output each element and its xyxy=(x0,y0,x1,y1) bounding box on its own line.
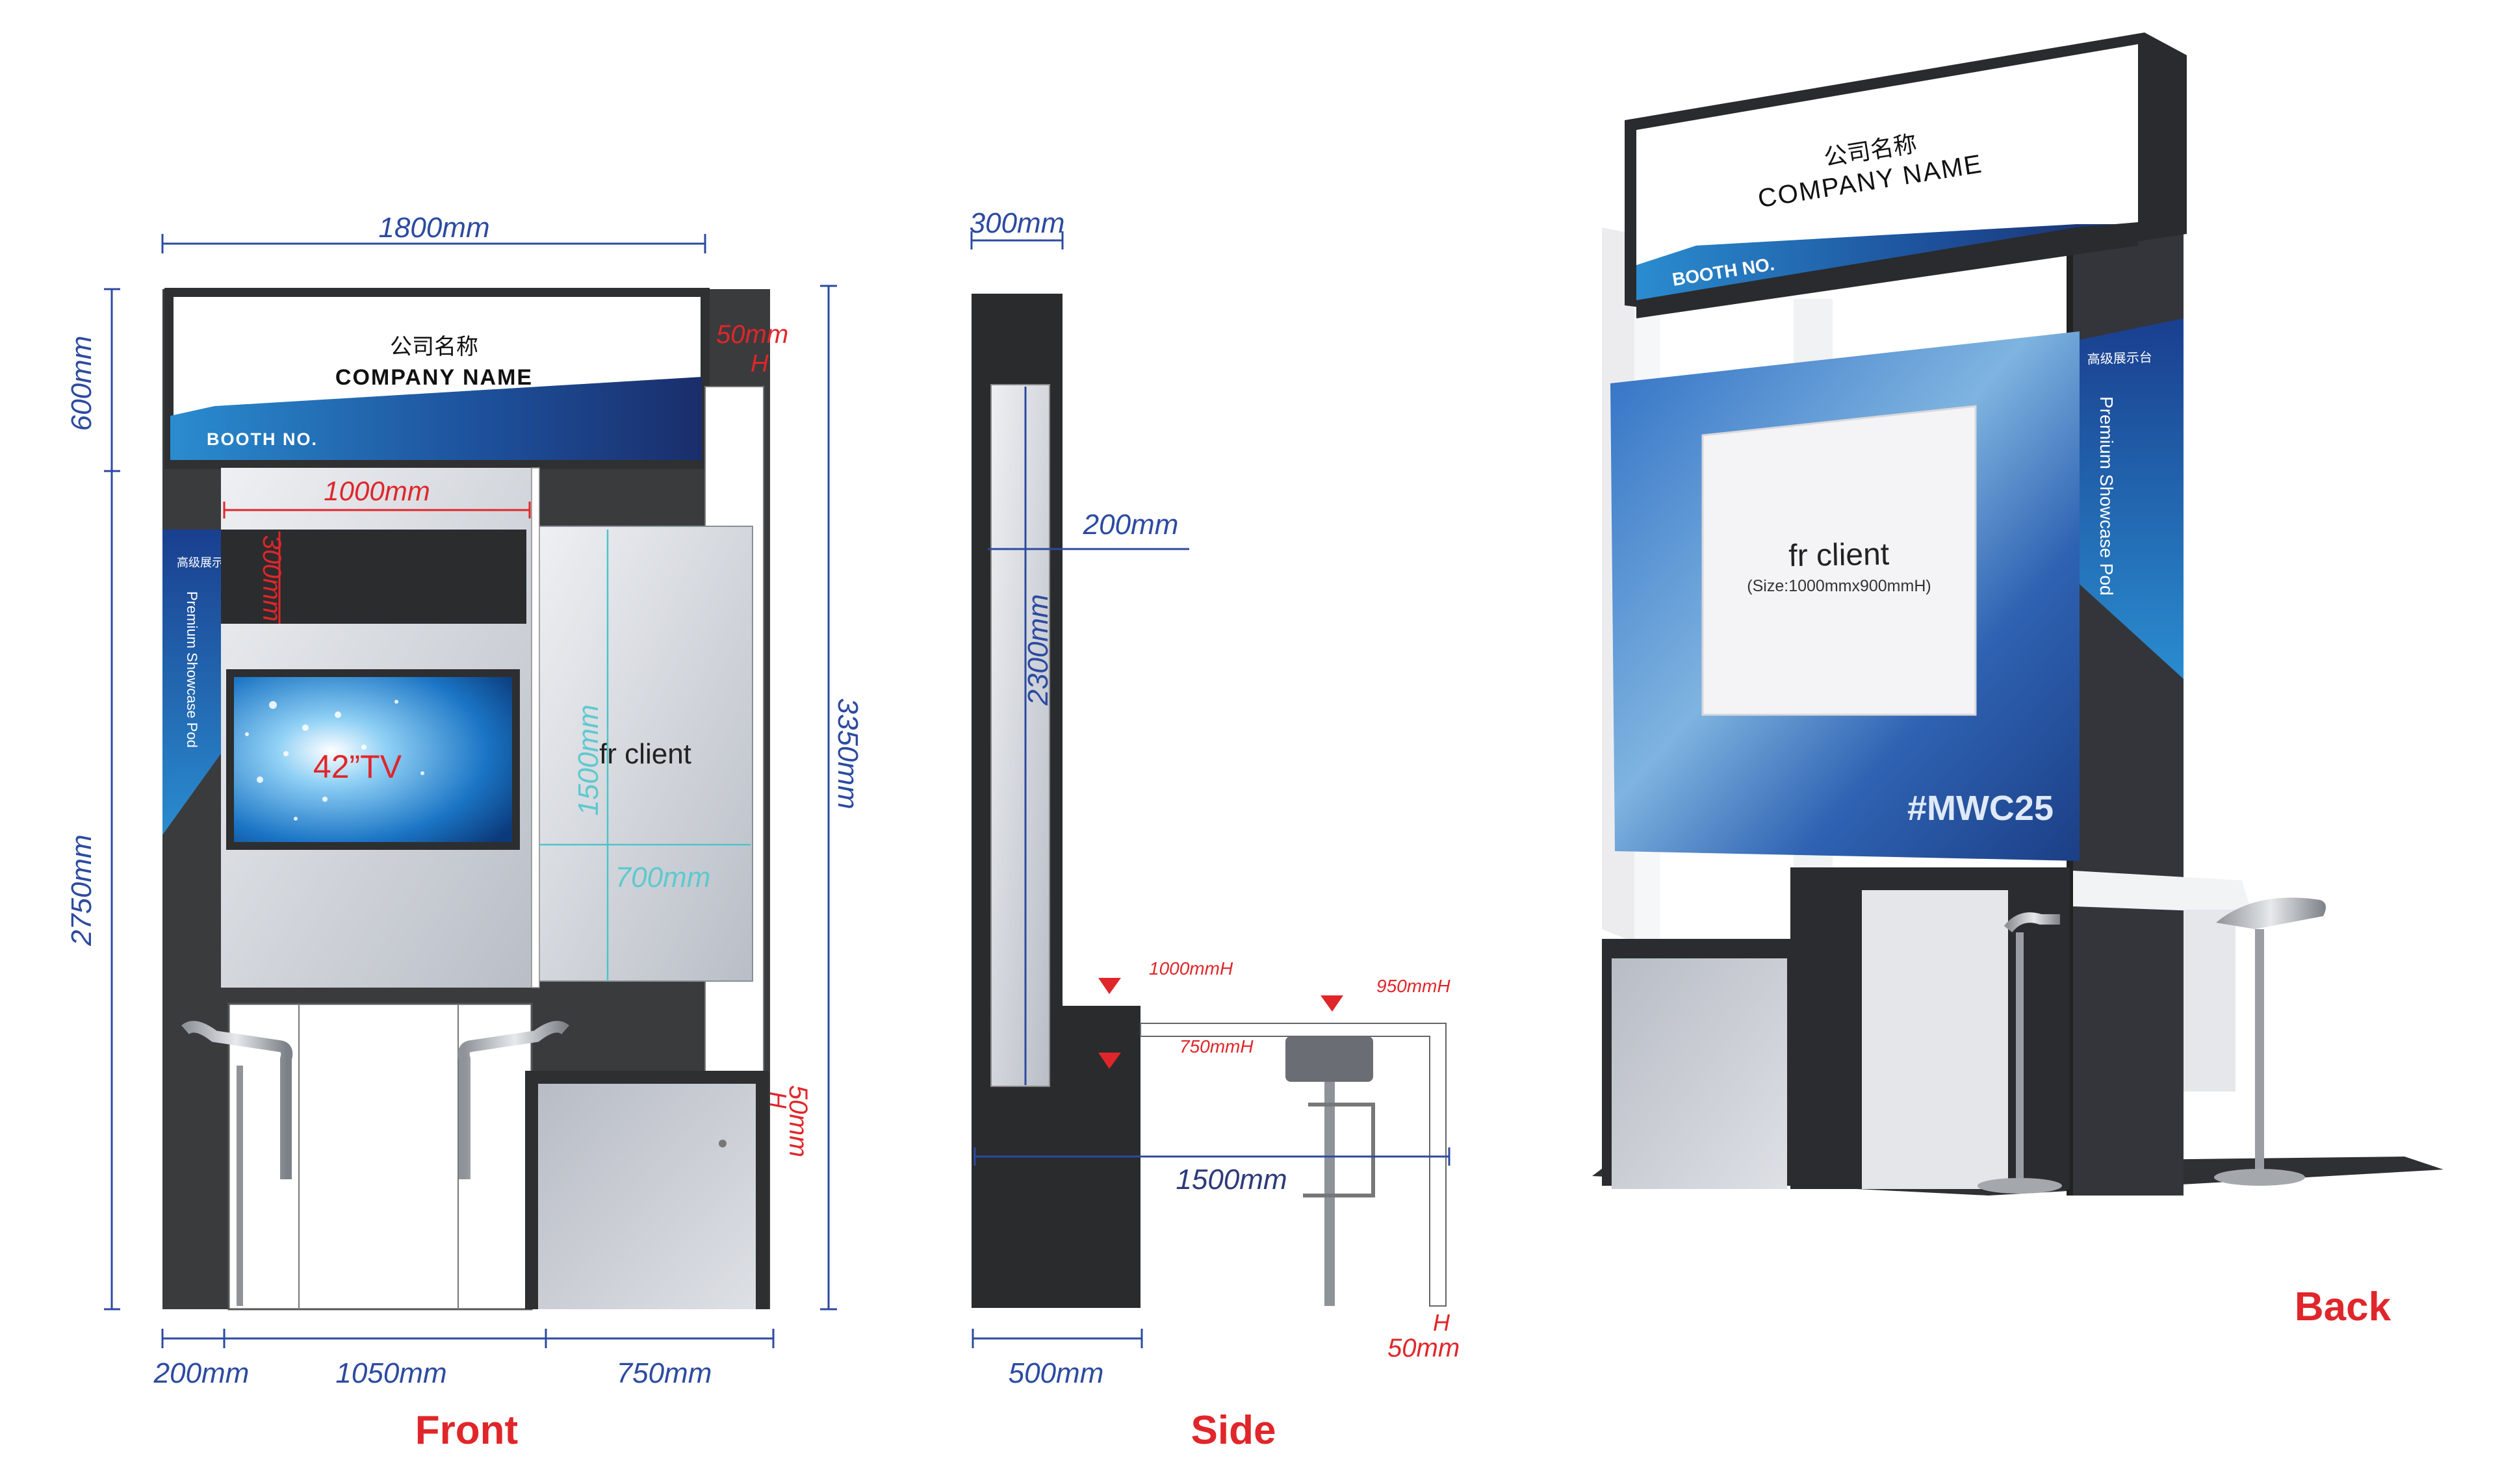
side-dim-base-depth: 500mm xyxy=(1009,1357,1104,1389)
back-hashtag: #MWC25 xyxy=(1907,789,2054,828)
front-tv-label: 42”TV xyxy=(313,748,402,785)
front-cabinet-door xyxy=(538,1084,756,1309)
front-sign-en: COMPANY NAME xyxy=(335,365,533,390)
front-dim-base-mid: 1050mm xyxy=(335,1357,446,1389)
side-dim-h1000: 1000mmH xyxy=(1149,958,1233,979)
front-pillar xyxy=(531,467,540,988)
back-side-table xyxy=(2073,871,2252,913)
side-dim-panel-height: 2300mm xyxy=(1022,594,1054,706)
front-dim-lower-height: 2750mm xyxy=(66,834,97,946)
front-door-left xyxy=(227,1003,533,1311)
front-side-banner xyxy=(162,530,221,835)
side-dim-counter-length: 1500mm xyxy=(1176,1164,1287,1196)
back-graphic-size: (Size:1000mmx900mmH) xyxy=(1747,577,1931,595)
front-dim-gap-top: 50mm xyxy=(716,320,788,349)
side-stool xyxy=(1285,1036,1375,1306)
front-sign-booth: BOOTH NO. xyxy=(207,429,318,449)
front-sign-cn: 公司名称 xyxy=(390,335,478,359)
front-sign-stripe xyxy=(170,377,702,460)
back-stool-right xyxy=(2214,897,2326,1186)
back-graphic-label: fr client xyxy=(1788,537,1890,574)
front-dim-header-height: 300mm xyxy=(257,535,286,621)
side-inner-panel xyxy=(990,384,1050,1087)
back-view-label: Back xyxy=(2295,1285,2391,1329)
back-side-banner xyxy=(2073,318,2184,679)
side-dim-h950: 950mmH xyxy=(1376,976,1450,996)
front-dim-gap-top-h: H xyxy=(751,350,769,377)
front-graphic-panel xyxy=(537,526,753,982)
front-dim-sign-height: 600mm xyxy=(66,336,97,431)
side-dim-panel-depth: 200mm xyxy=(1083,509,1179,541)
front-graphic-label: fr client xyxy=(599,738,691,770)
front-dim-graphic-height: 1500mm xyxy=(573,704,604,815)
front-stool-right xyxy=(457,1021,569,1179)
front-dim-graphic-width: 700mm xyxy=(615,862,711,893)
front-dim-total-width: 1800mm xyxy=(378,212,489,244)
front-header-panel xyxy=(221,530,526,624)
front-stool-left xyxy=(181,1021,293,1306)
front-tv-screen xyxy=(234,677,512,842)
front-tv-sparkles xyxy=(245,700,424,821)
side-view: 300mm 200mm 2300mm 1000mmH 750mmH 950mmH… xyxy=(970,207,1460,1453)
back-view: 公司名称 COMPANY NAME BOOTH NO. 高级展示台 Premiu… xyxy=(1592,32,2443,1329)
front-mid-divider xyxy=(220,988,538,999)
front-dim-gap-side: 50mm xyxy=(784,1085,812,1157)
front-view: 公司名称 COMPANY NAME BOOTH NO. 高级展示台 Premiu… xyxy=(66,212,864,1453)
back-banner-cn: 高级展示台 xyxy=(2087,350,2152,367)
front-dim-base-left: 200mm xyxy=(153,1357,250,1389)
front-banner-cn: 高级展示台 xyxy=(177,556,235,569)
side-dim-h750: 750mmH xyxy=(1179,1036,1254,1056)
front-dim-base-right: 750mm xyxy=(617,1357,712,1389)
front-dim-gap-side-h: H xyxy=(765,1092,792,1109)
side-table-outline xyxy=(1140,1023,1447,1307)
front-dim-total-height: 3350mm xyxy=(832,698,864,809)
side-dim-gap: 50mm xyxy=(1387,1334,1460,1362)
back-stool-left xyxy=(1978,912,2062,1194)
side-dim-top-depth: 300mm xyxy=(970,207,1065,239)
side-dim-gap-h: H xyxy=(1433,1309,1450,1336)
front-dim-header-width: 1000mm xyxy=(324,476,430,506)
back-banner-en: Premium Showcase Pod xyxy=(2096,396,2117,596)
front-view-label: Front xyxy=(415,1408,518,1453)
side-view-label: Side xyxy=(1191,1408,1276,1453)
back-client-panel xyxy=(1701,405,1977,716)
front-banner-en: Premium Showcase Pod xyxy=(184,591,200,748)
